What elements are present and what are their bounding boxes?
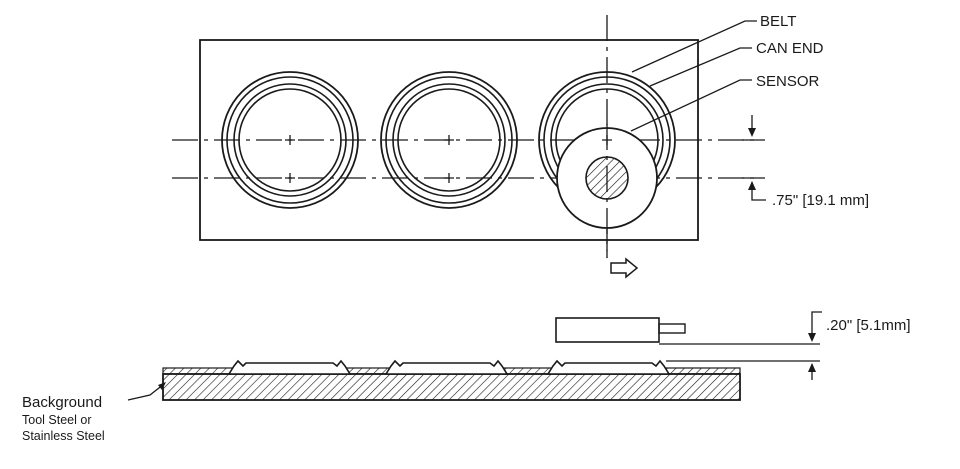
sensor-top <box>556 124 658 258</box>
top-dimension-marker <box>742 115 766 201</box>
can-end-leader <box>649 47 752 87</box>
material-label-line1: Tool Steel or <box>22 413 91 427</box>
top-view: BELT CAN END SENSOR .75" [19.1 mm] <box>172 13 869 279</box>
can-end-label: CAN END <box>756 40 824 57</box>
side-dimension-marker <box>808 311 822 380</box>
right-arrow-icon <box>610 257 639 279</box>
can-end-side-1 <box>227 359 352 375</box>
base-block <box>162 373 741 401</box>
can-end-1 <box>221 71 359 209</box>
belt-leader <box>631 20 757 73</box>
top-dimension-label: .75" [19.1 mm] <box>772 192 869 209</box>
background-leader <box>127 383 165 401</box>
belt-label: BELT <box>760 13 796 30</box>
sensor-label: SENSOR <box>756 73 820 90</box>
material-label-line2: Stainless Steel <box>22 429 105 443</box>
can-end-2 <box>380 71 518 209</box>
side-dimension-label: .20" [5.1mm] <box>826 317 911 334</box>
can-end-side-2 <box>384 359 509 375</box>
can-end-side-3 <box>546 359 671 375</box>
sensor-leader <box>630 79 752 132</box>
background-label: Background <box>22 394 102 411</box>
side-view: .20" [5.1mm] Background Tool Steel or St… <box>22 311 911 443</box>
sensor-side <box>555 317 820 345</box>
